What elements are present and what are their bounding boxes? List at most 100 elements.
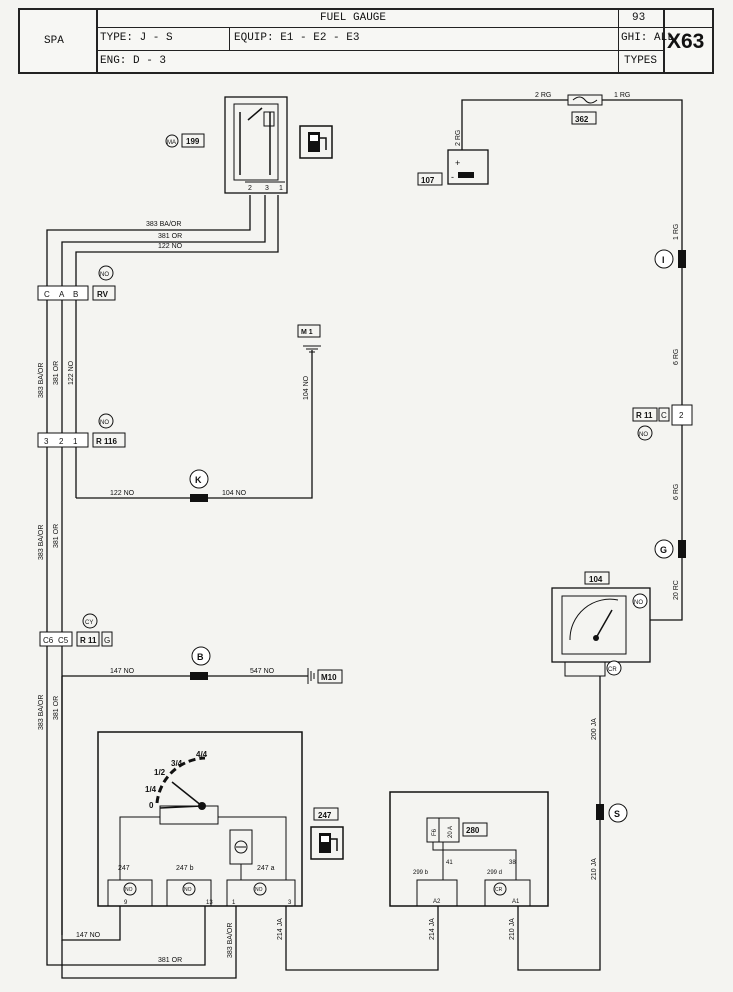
wire-label-381-top: 381 OR xyxy=(158,233,182,240)
wire-label-147-h: 147 NO xyxy=(110,668,135,675)
wire-label-210ja: 210 JA xyxy=(591,858,598,880)
svg-text:A1: A1 xyxy=(512,899,520,905)
wire-label-147-bottom: 147 NO xyxy=(76,932,101,939)
diagram-code: X63 xyxy=(667,30,705,53)
title-block: SPA FUEL GAUGE 93 TYPE: J - S EQUIP: E1 … xyxy=(18,8,714,74)
splice-b: B xyxy=(197,652,204,662)
fuse-362: 362 xyxy=(567,94,603,125)
wire-383 xyxy=(46,195,251,935)
wire-label-200ja: 200 JA xyxy=(591,718,598,740)
wire-label-6rg-upper: 6 RG xyxy=(673,349,680,365)
svg-text:41: 41 xyxy=(446,860,453,866)
splice-k: K xyxy=(195,475,202,485)
svg-text:G: G xyxy=(104,636,110,645)
svg-text:C5: C5 xyxy=(58,636,69,645)
wire-label-2rg-top: 2 RG xyxy=(535,92,551,99)
svg-text:NO: NO xyxy=(255,887,263,893)
svg-text:R 116: R 116 xyxy=(96,437,117,446)
svg-text:A2: A2 xyxy=(433,899,441,905)
svg-text:1: 1 xyxy=(73,437,78,446)
svg-text:C6: C6 xyxy=(43,636,54,645)
wire-label-104-h: 104 NO xyxy=(222,490,247,497)
svg-text:247: 247 xyxy=(118,865,130,872)
svg-text:NO: NO xyxy=(639,432,648,438)
wire-label-122-top: 122 NO xyxy=(158,243,183,250)
svg-text:CY: CY xyxy=(85,620,93,626)
wire-label-383-top: 383 BA/OR xyxy=(146,221,181,228)
svg-text:247 b: 247 b xyxy=(176,865,194,872)
svg-text:R 11: R 11 xyxy=(636,411,653,420)
svg-text:M10: M10 xyxy=(321,673,337,682)
svg-text:247 a: 247 a xyxy=(257,865,275,872)
engine: ENG: D - 3 xyxy=(100,55,167,67)
wire-label-383-v3: 383 BA/OR xyxy=(38,695,45,730)
svg-text:F6: F6 xyxy=(432,828,438,836)
svg-text:NO: NO xyxy=(100,272,109,278)
svg-text:104: 104 xyxy=(589,575,603,584)
wire-label-214-left: 214 JA xyxy=(277,918,284,940)
svg-text:9: 9 xyxy=(124,900,128,906)
fuel-tank-sender: 2 3 1 xyxy=(224,96,288,194)
svg-text:280: 280 xyxy=(466,826,480,835)
connector-r116: 3 2 1 R 116 NO xyxy=(37,413,126,448)
splice-g: G xyxy=(660,545,667,555)
wire-label-6rg-lower: 6 RG xyxy=(673,484,680,500)
ground-m10: M10 xyxy=(307,668,343,684)
svg-text:C: C xyxy=(661,411,667,420)
svg-text:RV: RV xyxy=(97,290,109,299)
wire-381 xyxy=(61,195,266,935)
fuel-icon-247: 247 xyxy=(310,807,344,860)
svg-text:+: + xyxy=(455,158,460,168)
svg-text:CR: CR xyxy=(495,887,503,893)
connector-r11-g: C6 C5 R 11 G CY xyxy=(39,613,113,647)
svg-text:-: - xyxy=(451,172,454,182)
splice-s: S xyxy=(614,809,620,819)
scale-full: 4/4 xyxy=(196,750,208,759)
svg-text:CR: CR xyxy=(608,667,617,673)
wire-label-381-v1: 381 OR xyxy=(53,361,60,385)
svg-text:B: B xyxy=(73,290,78,299)
wire-label-381-v3: 381 OR xyxy=(53,696,60,720)
fuel-pump-icon xyxy=(299,125,333,159)
svg-text:NO: NO xyxy=(184,887,192,893)
svg-text:299 d: 299 d xyxy=(487,870,502,876)
svg-text:R 11: R 11 xyxy=(80,636,97,645)
svg-text:M 1: M 1 xyxy=(301,329,313,336)
battery-107: + - 107 xyxy=(417,149,489,186)
wire-label-381-v2: 381 OR xyxy=(53,524,60,548)
svg-text:13: 13 xyxy=(206,900,213,906)
scale-half: 1/2 xyxy=(154,768,166,777)
svg-text:3: 3 xyxy=(44,437,49,446)
ecu-280: F6 20 A 280 CR 299 b 299 d 41 38 A2 A1 xyxy=(389,791,549,907)
instrument-panel: 0 1/4 1/2 3/4 4/4 NO NO NO 247 247 b 247… xyxy=(97,731,303,907)
wire-label-104-v: 104 NO xyxy=(303,375,310,400)
wire-label-122-v1: 122 NO xyxy=(68,360,75,385)
wire-label-122-h: 122 NO xyxy=(110,490,135,497)
diagram-title: FUEL GAUGE xyxy=(320,12,387,24)
svg-text:2: 2 xyxy=(679,411,684,420)
svg-text:247: 247 xyxy=(318,811,332,820)
wire-label-2rg-v: 2 RG xyxy=(455,130,462,146)
wire-label-383-v1: 383 BA/OR xyxy=(38,363,45,398)
svg-text:A: A xyxy=(59,290,65,299)
svg-text:C: C xyxy=(44,290,50,299)
vehicle-type: TYPE: J - S xyxy=(100,32,173,44)
scale-three-quarter: 3/4 xyxy=(171,759,183,768)
sender-pin-3: 3 xyxy=(265,185,269,192)
sender-marker: MA xyxy=(167,140,176,146)
wire-label-210-bottom: 210 JA xyxy=(509,918,516,940)
svg-text:20 A: 20 A xyxy=(448,826,454,838)
wire-label-1rg-v: 1 RG xyxy=(673,224,680,240)
sender-ref: 199 xyxy=(186,137,200,146)
svg-text:1: 1 xyxy=(232,900,236,906)
sender-pin-1: 1 xyxy=(279,185,283,192)
wire-label-383-bottom: 383 BA/OR xyxy=(227,923,234,958)
svg-text:NO: NO xyxy=(634,600,643,606)
gauge-unit-104: 104 NO CR xyxy=(551,571,651,677)
wire-label-214-right: 214 JA xyxy=(429,918,436,940)
svg-text:3: 3 xyxy=(288,900,292,906)
page-number: 93 xyxy=(632,12,646,24)
equipment: EQUIP: E1 - E2 - E3 xyxy=(234,32,360,44)
svg-text:362: 362 xyxy=(575,115,589,124)
